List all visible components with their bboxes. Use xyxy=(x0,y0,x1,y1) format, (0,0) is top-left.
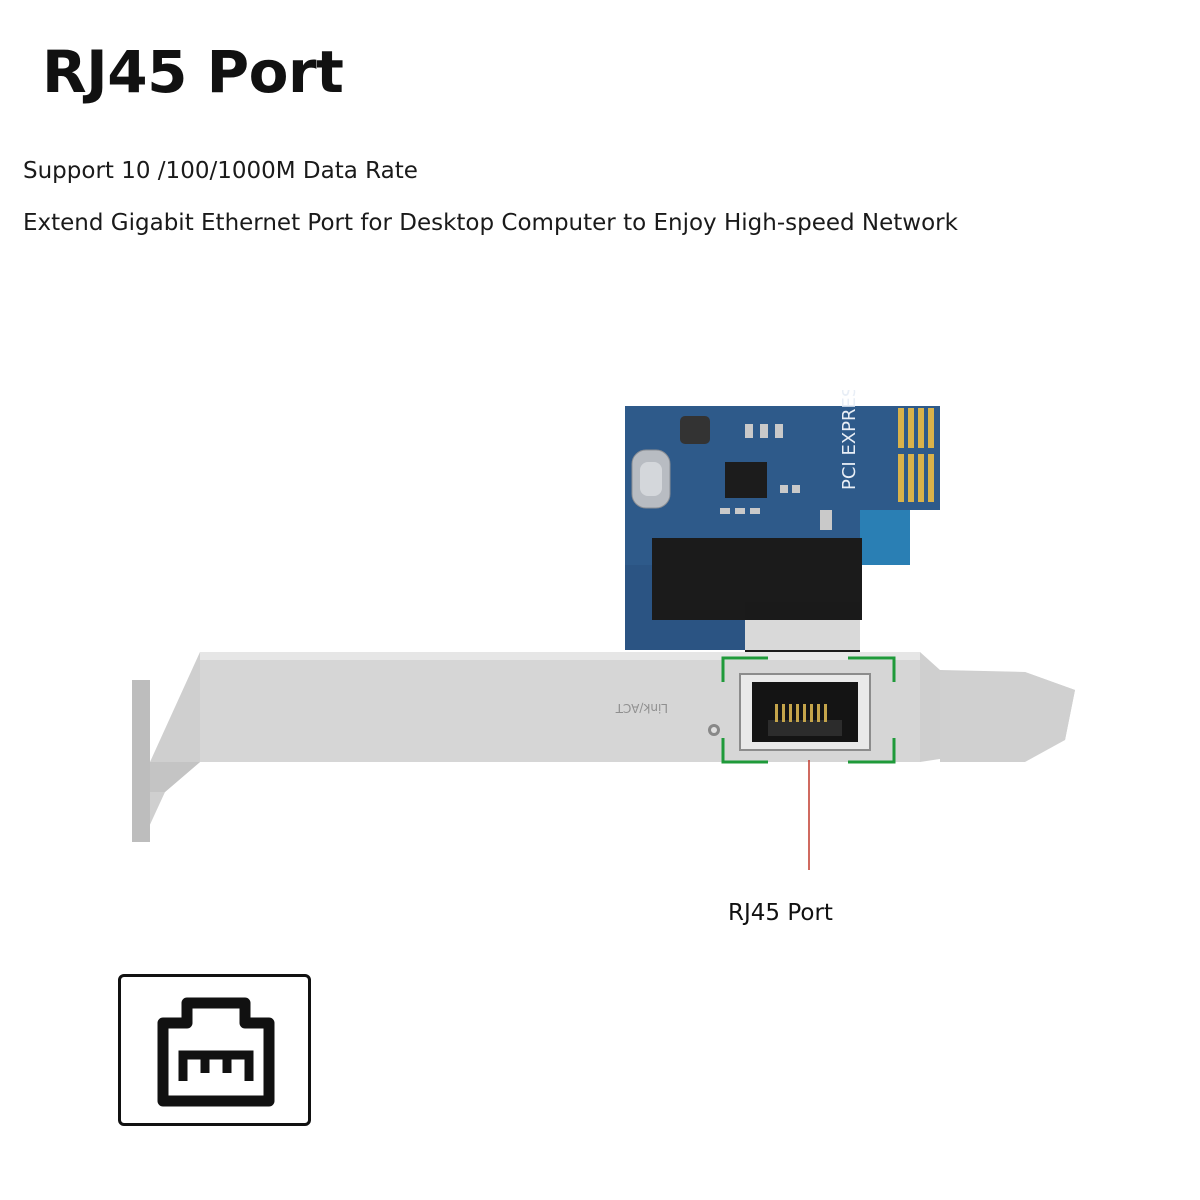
port-highlight-frame xyxy=(721,656,896,764)
pcb-logo-text: PCI EXPRESS xyxy=(839,390,860,490)
network-card-photo: PCI EXPRESS Link/ACT xyxy=(132,390,1075,870)
rj45-port xyxy=(739,673,871,751)
rj45-port-callout: RJ45 Port xyxy=(728,900,833,926)
feature-gigabit-port: Extend Gigabit Ethernet Port for Desktop… xyxy=(23,210,958,236)
metal-bracket: Link/ACT xyxy=(132,652,1075,842)
pcb-board: PCI EXPRESS xyxy=(625,390,940,652)
ethernet-port-icon xyxy=(157,997,275,1107)
ethernet-port-icon-box xyxy=(118,974,311,1126)
feature-data-rate: Support 10 /100/1000M Data Rate xyxy=(23,158,418,184)
bracket-link-act-text: Link/ACT xyxy=(615,701,668,715)
page-title: RJ45 Port xyxy=(42,38,344,106)
